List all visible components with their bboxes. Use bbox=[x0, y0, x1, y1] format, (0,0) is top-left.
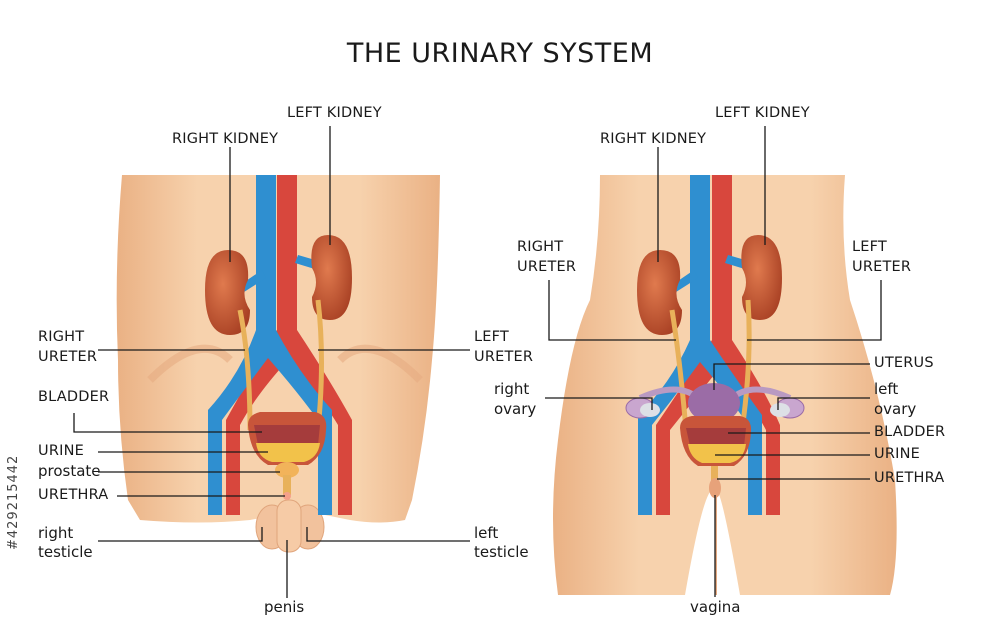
male-vein bbox=[208, 175, 332, 515]
stock-id-watermark: #429215442 bbox=[6, 454, 21, 550]
male-right-kidney-label: RIGHT KIDNEY bbox=[172, 131, 279, 147]
female-urine-label: URINE bbox=[874, 446, 920, 462]
male-penis bbox=[276, 499, 302, 553]
male-right-ureter bbox=[237, 309, 253, 431]
male-urethra bbox=[283, 475, 291, 495]
female-left-ureter bbox=[739, 299, 752, 431]
male-left-kidney-label: LEFT KIDNEY bbox=[287, 105, 382, 121]
male-urine-label: URINE bbox=[38, 443, 84, 459]
female-right-ovary-label-1: right bbox=[494, 380, 530, 398]
male-left-ureter-label-1: LEFT bbox=[474, 329, 509, 345]
female-left-kidney bbox=[741, 235, 782, 320]
female-figure bbox=[553, 175, 897, 595]
leader-lines bbox=[73, 126, 882, 598]
female-vagina-label: vagina bbox=[690, 598, 741, 616]
male-right-testicle-label-1: right bbox=[38, 524, 74, 542]
female-right-ovary-label-2: ovary bbox=[494, 400, 537, 418]
male-urine bbox=[256, 443, 320, 462]
female-urine bbox=[688, 444, 746, 463]
female-urethra-label: URETHRA bbox=[874, 470, 945, 486]
female-urethra bbox=[711, 466, 718, 486]
female-left-ovary-label-1: left bbox=[874, 380, 899, 398]
female-right-kidney-label: RIGHT KIDNEY bbox=[600, 131, 707, 147]
male-figure bbox=[116, 175, 441, 553]
female-right-ureter bbox=[669, 309, 689, 431]
male-artery bbox=[226, 175, 352, 515]
page-title: THE URINARY SYSTEM bbox=[346, 38, 654, 69]
female-left-ureter-label-1: LEFT bbox=[852, 239, 887, 255]
female-artery bbox=[656, 175, 780, 515]
male-prostate bbox=[275, 462, 299, 478]
male-left-ureter-label-2: URETER bbox=[474, 349, 534, 365]
male-urethra-label: URETHRA bbox=[38, 487, 109, 503]
male-left-kidney bbox=[311, 235, 352, 320]
female-left-ureter-label-2: URETER bbox=[852, 259, 912, 275]
female-bladder-label: BLADDER bbox=[874, 424, 946, 440]
female-right-ureter-label-1: RIGHT bbox=[517, 239, 564, 255]
male-left-testicle-label-2: testicle bbox=[474, 543, 529, 561]
male-bladder-label: BLADDER bbox=[38, 389, 110, 405]
female-left-ovary-label-2: ovary bbox=[874, 400, 917, 418]
male-right-ureter-label-2: URETER bbox=[38, 349, 98, 365]
male-prostate-label: prostate bbox=[38, 462, 101, 480]
male-left-testicle-label-1: left bbox=[474, 524, 499, 542]
female-vein bbox=[638, 175, 762, 515]
male-penis-label: penis bbox=[264, 598, 305, 616]
female-uterus bbox=[688, 383, 740, 423]
female-left-kidney-label: LEFT KIDNEY bbox=[715, 105, 810, 121]
female-right-ureter-label-2: URETER bbox=[517, 259, 577, 275]
male-right-testicle-label-2: testicle bbox=[38, 543, 93, 561]
female-uterus-label: UTERUS bbox=[874, 355, 934, 371]
male-right-ureter-label-1: RIGHT bbox=[38, 329, 85, 345]
